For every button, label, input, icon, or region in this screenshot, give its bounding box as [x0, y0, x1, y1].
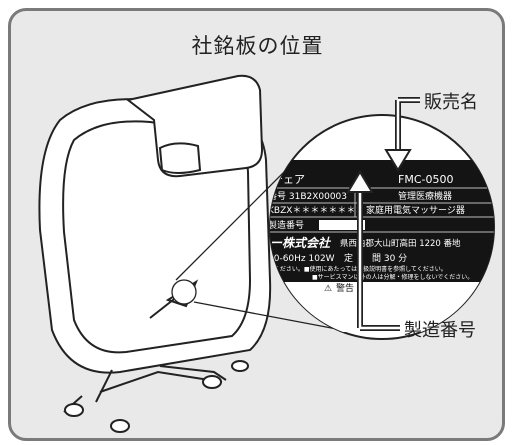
plate-model: FMC-0500 — [398, 173, 453, 186]
plate-warning-icon: ⚠ — [324, 284, 332, 294]
callout-serial-number: 製造番号 — [404, 320, 476, 341]
nameplate: チェア FMC-0500 番号 31B2X00003 管理医療機器 KBZX＊＊… — [268, 160, 494, 332]
figure-title: 社銘板の位置 — [191, 34, 324, 58]
plate-row2-left: 番号 31B2X00003 — [268, 190, 347, 202]
plate-specs-time: 間 30 分 — [372, 253, 407, 264]
plate-warning-text-2: ………………………………………………………………………………………… — [270, 310, 440, 316]
plate-warning: 警告 — [336, 282, 354, 294]
plate-note-2: ■サービスマン以外の人は分解・修理をしないでください。 — [312, 273, 473, 281]
plate-company: ー株式会社 — [270, 236, 332, 250]
plate-address: 県西伯郡大山町高田 1220 番地 — [340, 238, 461, 249]
plate-row3-left: KBZX＊＊＊＊＊＊＊＊ — [268, 206, 364, 216]
plate-warning-text: ………………………………………………………………………………………… — [270, 300, 440, 306]
arrow-head-down — [384, 149, 412, 172]
plate-row3-right: 家庭用電気マッサージ器 — [366, 204, 465, 216]
arrow-head-up — [346, 170, 374, 193]
massage-chair — [38, 74, 272, 433]
plate-specs-rating: 定 — [344, 252, 353, 264]
plate-row2-right: 管理医療機器 — [398, 190, 452, 202]
plate-specs: 50-60Hz 102W — [268, 254, 335, 264]
magnify-projection — [171, 149, 343, 331]
callout-sales-name: 販売名 — [424, 92, 478, 113]
plate-serial-label: 製造番号 — [268, 219, 304, 231]
